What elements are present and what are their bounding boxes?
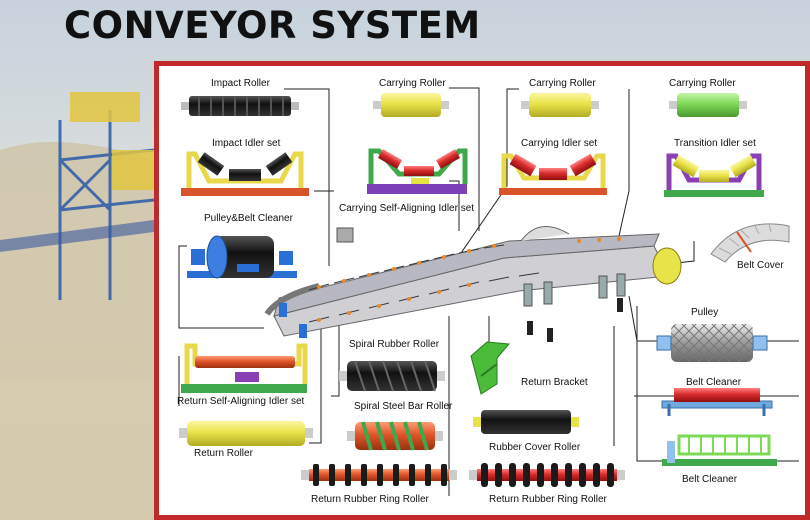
- carrying-idler-set-icon: [499, 153, 607, 195]
- label-pulley-belt-cleaner: Pulley&Belt Cleaner: [204, 213, 293, 224]
- label-belt-cleaner-1: Belt Cleaner: [686, 377, 742, 388]
- spiral-steel-bar-roller-icon: [347, 421, 443, 451]
- label-pulley: Pulley: [691, 307, 719, 318]
- label-return-roller: Return Roller: [194, 448, 253, 459]
- return-rubber-ring-roller-icon: [301, 464, 457, 486]
- label-belt-cover: Belt Cover: [737, 260, 784, 271]
- pulley-belt-cleaner-icon: [187, 235, 297, 279]
- label-carrying-roller-2: Carrying Roller: [529, 78, 596, 89]
- belt-cleaner-icon: [662, 434, 777, 466]
- carrying-roller-icon: [669, 93, 747, 117]
- impact-roller-icon: [181, 96, 299, 116]
- label-return-self-aligning: Return Self-Aligning Idler set: [177, 396, 305, 407]
- diagram-panel: Impact Roller Impact Idler set Carrying …: [154, 61, 810, 520]
- conveyor-diagram: [178, 87, 799, 496]
- label-impact-roller: Impact Roller: [211, 78, 270, 89]
- label-return-rubber-ring-roller-2: Return Rubber Ring Roller: [489, 494, 607, 505]
- impact-idler-set-icon: [181, 151, 309, 196]
- belt-cleaner-icon: [661, 388, 773, 416]
- carrying-self-aligning-idler-icon: [367, 148, 468, 194]
- label-carrying-self-aligning: Carrying Self-Aligning Idler set: [339, 203, 475, 214]
- label-carrying-roller-3: Carrying Roller: [669, 78, 736, 89]
- return-rubber-ring-roller-icon: [469, 463, 625, 487]
- label-return-rubber-ring-roller-1: Return Rubber Ring Roller: [311, 494, 429, 505]
- label-rubber-cover-roller: Rubber Cover Roller: [489, 442, 581, 453]
- label-return-bracket: Return Bracket: [521, 377, 588, 388]
- return-self-aligning-idler-icon: [181, 343, 308, 393]
- label-spiral-steel-bar-roller: Spiral Steel Bar Roller: [354, 401, 453, 412]
- crusher-structure: [58, 110, 155, 300]
- label-impact-idler-set: Impact Idler set: [212, 138, 281, 149]
- carrying-roller-icon: [521, 93, 599, 117]
- carrying-roller-icon: [373, 93, 449, 117]
- conveyor-assembly-icon: [264, 226, 682, 342]
- label-carrying-idler-set: Carrying Idler set: [521, 138, 598, 149]
- label-carrying-roller-1: Carrying Roller: [379, 78, 446, 89]
- label-transition-idler-set: Transition Idler set: [674, 138, 756, 149]
- page-title: CONVEYOR SYSTEM: [64, 4, 481, 47]
- return-roller-icon: [179, 421, 313, 446]
- rubber-cover-roller-icon: [473, 410, 579, 434]
- transition-idler-set-icon: [664, 153, 764, 197]
- label-belt-cleaner-2: Belt Cleaner: [682, 474, 738, 485]
- pulley-icon: [656, 324, 768, 362]
- return-bracket-icon: [470, 341, 511, 395]
- label-spiral-rubber-roller: Spiral Rubber Roller: [349, 339, 440, 350]
- belt-cover-icon: [710, 223, 790, 263]
- spiral-rubber-roller-icon: [339, 360, 445, 392]
